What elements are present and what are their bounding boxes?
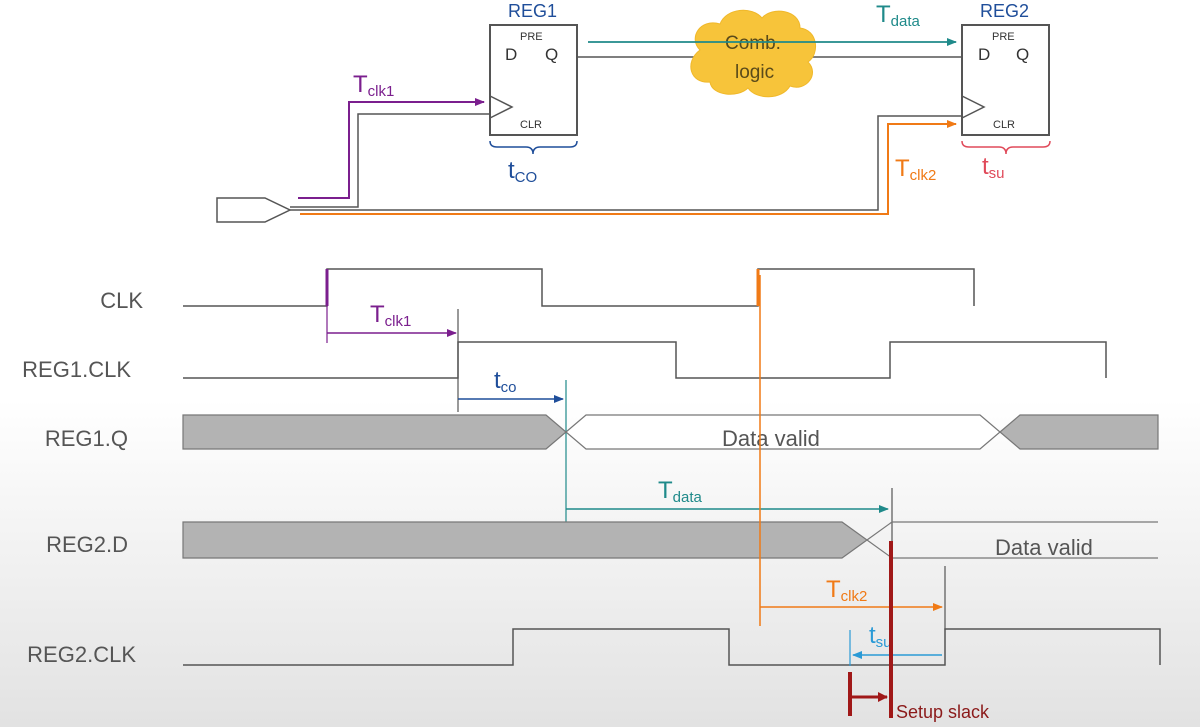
comb-logic-cloud: Comb. logic xyxy=(690,9,816,98)
schematic-tdata-label: Tdata xyxy=(876,1,921,30)
schematic-tclk1-label: Tclk1 xyxy=(353,71,394,100)
register-reg2: REG2 PRE D Q CLR xyxy=(961,1,1050,136)
reg1-q-invalid-2 xyxy=(999,414,1159,450)
reg2-name: REG2 xyxy=(980,1,1029,21)
signal-label-reg2-clk: REG2.CLK xyxy=(27,642,136,667)
schematic: Tclk1 Tclk2 REG1 PRE D Q CLR tCO Comb. xyxy=(216,1,1051,223)
signal-label-clk: CLK xyxy=(100,288,143,313)
reg2-d-data-valid: Data valid xyxy=(995,535,1093,560)
clk-wire-reg1 xyxy=(290,113,490,208)
comb-logic-line1: Comb. xyxy=(725,33,781,54)
clk-wire-reg2 xyxy=(290,115,962,211)
timing-tclk1-label: Tclk1 xyxy=(370,301,411,330)
reg1-clr-pin: CLR xyxy=(520,119,542,131)
signal-label-reg1-q: REG1.Q xyxy=(45,426,128,451)
reg2-q-pin: Q xyxy=(1016,45,1029,64)
timing-tsu-label: tsu xyxy=(869,622,892,651)
reg1-pre-pin: PRE xyxy=(520,31,543,43)
reg1-clock-triangle xyxy=(489,95,514,119)
reg1-d-pin: D xyxy=(505,45,517,64)
register-reg1: REG1 PRE D Q CLR xyxy=(489,1,578,136)
schematic-tsu-label: tsu xyxy=(982,153,1005,182)
timing-tdata-label: Tdata xyxy=(658,477,703,506)
timing-tco-label: tco xyxy=(494,367,517,396)
tsu-brace xyxy=(961,140,1051,155)
tco-brace xyxy=(489,140,578,155)
clock-input-buffer xyxy=(216,197,292,223)
reg1-q-data-valid: Data valid xyxy=(722,426,820,451)
setup-slack-label: Setup slack xyxy=(896,702,990,722)
tclk1-path xyxy=(298,98,485,199)
reg2-clr-pin: CLR xyxy=(993,119,1015,131)
signal-label-reg2-d: REG2.D xyxy=(46,532,128,557)
reg2-clk-waveform xyxy=(183,628,1161,666)
signal-label-reg1-clk: REG1.CLK xyxy=(22,357,131,382)
clk-waveform xyxy=(183,268,975,307)
reg2-pre-pin: PRE xyxy=(992,31,1015,43)
reg1-q-invalid-1 xyxy=(182,414,567,450)
timing-tclk2-label: Tclk2 xyxy=(826,576,867,605)
reg1-name: REG1 xyxy=(508,1,557,21)
reg1-q-pin: Q xyxy=(545,45,558,64)
comb-logic-line2: logic xyxy=(735,62,774,83)
schematic-tclk2-label: Tclk2 xyxy=(895,155,936,184)
reg2-clock-triangle xyxy=(961,95,986,119)
timing-waveforms: CLK REG1.CLK REG1.Q REG2.D REG2.CLK Tclk… xyxy=(22,268,1161,722)
reg1-clk-waveform xyxy=(183,341,1107,379)
schematic-tco-label: tCO xyxy=(508,157,537,186)
reg2-d-invalid xyxy=(182,521,869,559)
reg2-d-pin: D xyxy=(978,45,990,64)
tclk2-path xyxy=(300,120,957,215)
